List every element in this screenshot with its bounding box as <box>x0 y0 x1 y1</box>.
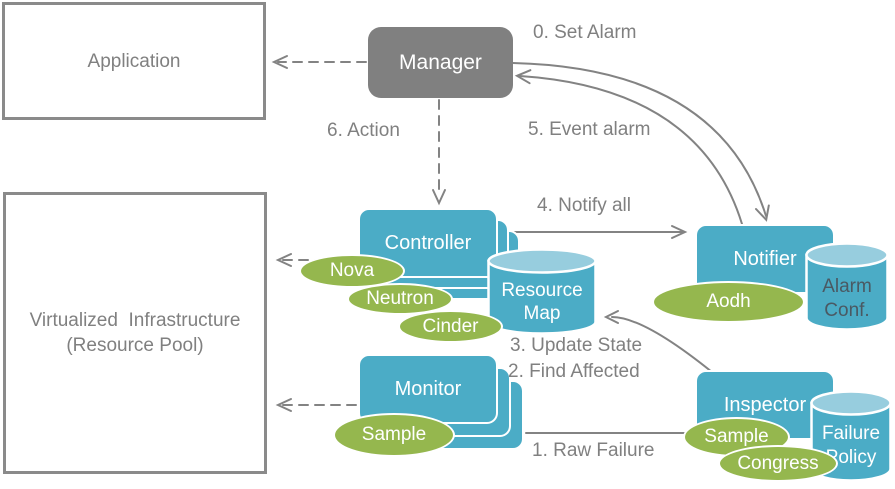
cylinder-top <box>805 242 889 268</box>
arrowhead-event-alarm <box>514 69 532 85</box>
alarm-conf-line1: Alarm <box>822 276 872 297</box>
cinder-label: Cinder <box>422 315 479 337</box>
cylinder-top <box>487 248 597 274</box>
notifier-label: Notifier <box>733 247 797 270</box>
step-label-update-state: 3. Update State <box>510 335 643 356</box>
arrowhead-update-state <box>603 310 619 324</box>
aodh-label: Aodh <box>706 291 751 312</box>
neutron-ellipse: Neutron <box>347 283 453 315</box>
step-label-find-affected: 2. Find Affected <box>508 361 640 382</box>
monitor-sample-ellipse: Sample <box>333 413 455 457</box>
inspector-sample-label: Sample <box>704 426 769 447</box>
inspector-label: Inspector <box>723 393 807 416</box>
step-label-raw-failure: 1. Raw Failure <box>532 440 655 461</box>
cylinder-top <box>810 390 892 416</box>
arrowhead-notify-all <box>671 225 688 239</box>
cinder-ellipse: Cinder <box>398 310 503 343</box>
virtualized-infrastructure-line2: (Resource Pool) <box>66 335 204 356</box>
failure-policy-line1: Failure <box>822 423 880 444</box>
nova-label: Nova <box>329 260 375 281</box>
arrowhead-set-alarm <box>755 204 770 222</box>
resource-map-line1: Resource <box>501 280 582 301</box>
monitor-label: Monitor <box>394 377 462 400</box>
arrowhead-controller-to-infrastructure <box>275 253 292 267</box>
nova-ellipse: Nova <box>299 254 405 288</box>
application-label: Application <box>87 50 181 72</box>
virtualized-infrastructure-label: Virtualized Infrastructure (Resource Poo… <box>30 308 241 358</box>
congress-ellipse: Congress <box>718 445 838 482</box>
failure-policy-line2: Policy <box>826 447 877 468</box>
congress-label: Congress <box>737 452 819 474</box>
arrowhead-monitor-to-infrastructure <box>275 398 292 412</box>
application-box: Application <box>2 2 266 120</box>
step-label-event-alarm: 5. Event alarm <box>528 119 651 140</box>
resource-map-cylinder: Resource Map <box>487 248 597 335</box>
step-label-notify-all: 4. Notify all <box>537 195 631 216</box>
monitor-sample-label: Sample <box>361 424 427 445</box>
arrowhead-manager-to-controller <box>432 189 446 206</box>
arc-event-alarm <box>519 75 743 225</box>
resource-map-line2: Map <box>524 303 561 324</box>
controller-label: Controller <box>384 231 472 254</box>
virtualized-infrastructure-line1: Virtualized Infrastructure <box>29 310 241 331</box>
manager-label: Manager <box>399 50 482 74</box>
arrowhead-manager-to-application <box>271 55 288 69</box>
arc-set-alarm <box>512 62 767 217</box>
alarm-conf-cylinder: Alarm Conf. <box>805 242 889 331</box>
alarm-conf-line2: Conf. <box>824 300 869 321</box>
step-label-action: 6. Action <box>327 120 400 141</box>
neutron-label: Neutron <box>366 288 434 309</box>
manager-node: Manager <box>368 27 513 98</box>
step-label-set-alarm: 0. Set Alarm <box>533 22 637 43</box>
aodh-ellipse: Aodh <box>652 281 805 323</box>
arc-update-state <box>611 316 719 378</box>
virtualized-infrastructure-box: Virtualized Infrastructure (Resource Poo… <box>3 192 267 474</box>
